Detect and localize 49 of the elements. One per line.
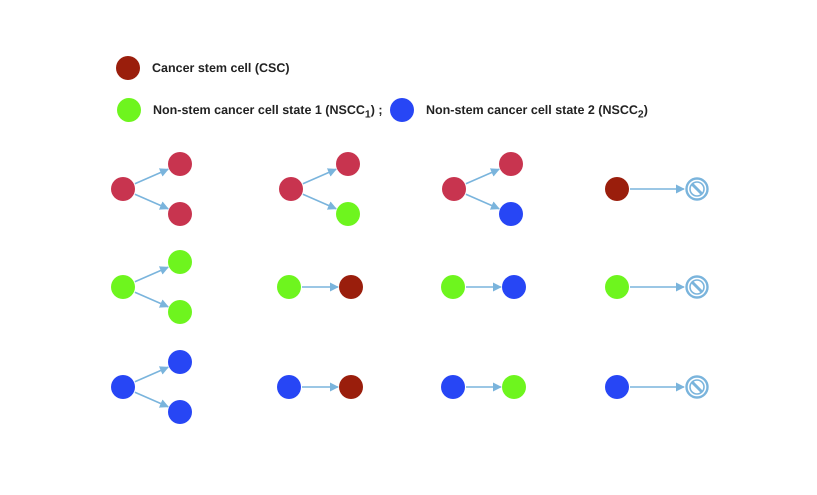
arrow <box>302 193 337 210</box>
cell-circle <box>339 275 363 299</box>
arrow <box>466 382 502 392</box>
cell-circle <box>442 177 466 201</box>
arrow <box>466 168 500 185</box>
cell-circle <box>111 375 135 399</box>
cell-circle <box>277 375 301 399</box>
cell-circle <box>441 375 465 399</box>
prohibited-icon <box>685 177 709 201</box>
legend-text: Cancer stem cell (CSC) <box>152 60 290 76</box>
arrow <box>134 193 169 210</box>
arrow <box>302 168 337 185</box>
cell-circle <box>168 350 192 374</box>
prohibited-icon <box>685 275 709 299</box>
cell-circle <box>168 300 192 324</box>
cell-circle <box>111 275 135 299</box>
arrow <box>134 366 169 383</box>
cell-circle <box>339 375 363 399</box>
cell-circle <box>336 152 360 176</box>
legend-text: Non-stem cancer cell state 1 (NSCC$_{1}$) ; <box>153 102 382 122</box>
cell-circle <box>605 177 629 201</box>
legend-text: Non-stem cancer cell state 2 (NSCC$_{2}$) <box>426 102 648 122</box>
cell-circle <box>168 202 192 226</box>
cell-circle <box>111 177 135 201</box>
arrow <box>134 266 169 283</box>
arrow <box>134 391 169 408</box>
cell-circle <box>168 400 192 424</box>
cell-circle <box>502 275 526 299</box>
arrow <box>466 282 502 292</box>
cell-circle <box>605 275 629 299</box>
cell-circle <box>605 375 629 399</box>
cell-circle <box>441 275 465 299</box>
prohibited-icon <box>685 375 709 399</box>
cell-circle <box>279 177 303 201</box>
cell-circle <box>499 152 523 176</box>
cell-circle <box>336 202 360 226</box>
arrow <box>630 184 685 194</box>
arrow <box>134 291 169 308</box>
cell-circle <box>502 375 526 399</box>
arrow <box>630 382 685 392</box>
arrow <box>630 282 685 292</box>
cell-circle <box>168 152 192 176</box>
cell-circle <box>277 275 301 299</box>
arrow <box>302 282 339 292</box>
arrow <box>134 168 169 185</box>
cell-circle <box>168 250 192 274</box>
cell-circle <box>499 202 523 226</box>
arrow <box>302 382 339 392</box>
arrow <box>466 193 500 210</box>
